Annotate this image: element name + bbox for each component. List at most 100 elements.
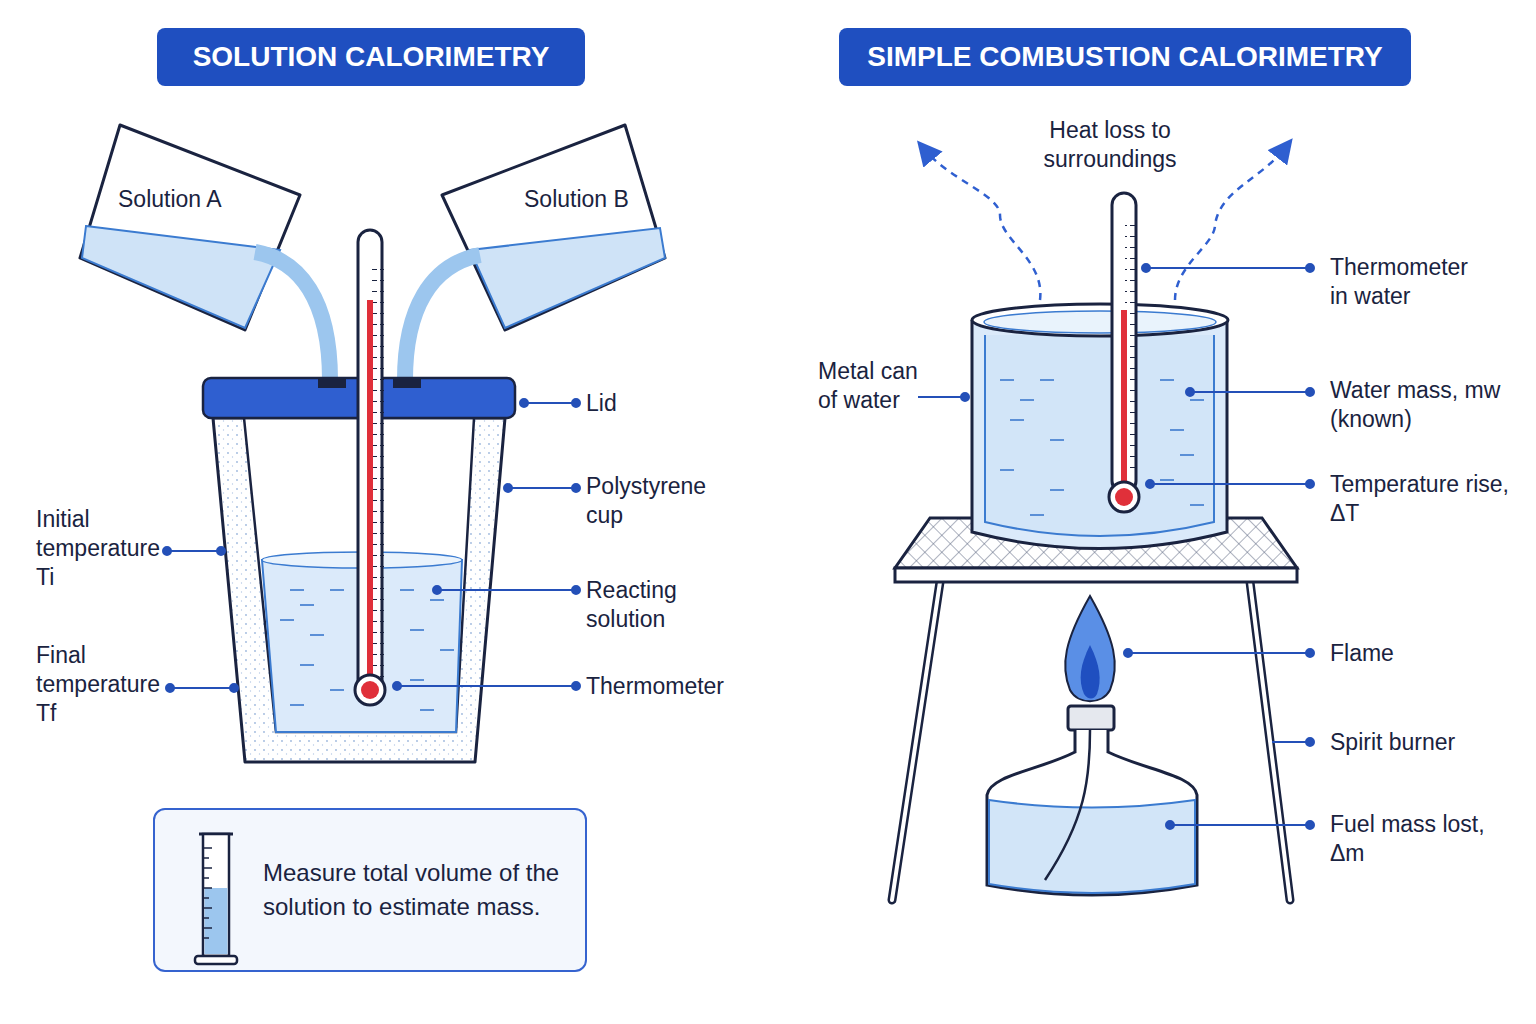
illustration-stroke — [1121, 310, 1127, 490]
illustration-stroke — [1000, 380, 1204, 515]
section-title: SIMPLE COMBUSTION CALORIMETRY — [867, 41, 1382, 73]
illustration-stroke — [1170, 824, 1310, 826]
illustration-stroke — [355, 675, 385, 705]
part-label: Spirit burner — [1330, 728, 1500, 757]
illustration-stroke — [1150, 483, 1310, 485]
illustration-stroke — [1306, 480, 1314, 488]
illustration-stroke — [255, 252, 330, 380]
illustration-stroke — [1142, 264, 1150, 272]
part-label: Metal can of water — [818, 357, 938, 415]
beaker-label-box: Solution B — [524, 186, 629, 213]
illustration-stroke — [1146, 267, 1310, 269]
leader-lines — [163, 399, 580, 692]
illustration-stroke — [470, 228, 665, 328]
illustration-stroke — [170, 687, 234, 689]
illustration-stroke — [1124, 649, 1132, 657]
part-label: Polystyrene cup — [586, 472, 726, 530]
illustration-stroke — [1186, 388, 1194, 396]
part-label: Reacting solution — [586, 576, 716, 634]
illustration-stroke — [82, 226, 280, 328]
illustration-stroke — [442, 125, 665, 330]
illustration-stroke — [961, 393, 969, 401]
illustration-stroke — [1081, 645, 1100, 699]
part-label: Thermometer — [586, 672, 756, 701]
illustration-stroke — [1175, 148, 1285, 300]
illustration-stroke — [892, 582, 1290, 900]
node-text: Solution A — [118, 186, 222, 213]
illustration-stroke — [1306, 388, 1314, 396]
beaker-label-box: Solution A — [118, 186, 222, 213]
illustration-stroke — [918, 396, 965, 398]
illustration-stroke — [437, 589, 576, 591]
title-band: SIMPLE COMBUSTION CALORIMETRY — [839, 28, 1410, 86]
illustration-stroke — [1166, 821, 1174, 829]
illustration-stroke — [524, 402, 576, 404]
thermometer — [355, 230, 385, 705]
part-label: Temperature rise, ΔT — [1330, 470, 1520, 528]
part-label: Heat loss to surroundings — [1020, 116, 1200, 174]
illustration-stroke — [405, 255, 480, 380]
illustration-stroke — [203, 834, 229, 956]
illustration-stroke — [1306, 738, 1314, 746]
illustration-stroke — [393, 682, 401, 690]
leader-lines — [918, 264, 1314, 829]
illustration-stroke — [1146, 480, 1154, 488]
part-label: Initial temperature Ti — [36, 505, 166, 592]
illustration-stroke — [318, 378, 346, 388]
part-label: Lid — [586, 389, 706, 418]
illustration-stroke — [892, 582, 1290, 900]
illustration-stroke — [433, 586, 441, 594]
illustration-stroke — [163, 547, 171, 555]
illustration-stroke — [572, 586, 580, 594]
measuring-cylinder-icon — [191, 828, 241, 968]
part-label: Fuel mass lost, Δm — [1330, 810, 1520, 868]
part-label: Flame — [1330, 639, 1480, 668]
illustration-stroke — [1190, 391, 1310, 393]
note-box: Measure total volume of the solution to … — [153, 808, 587, 972]
illustration-stroke — [361, 681, 379, 699]
illustration-stroke — [985, 335, 1214, 536]
section-title: SOLUTION CALORIMETRY — [193, 41, 550, 73]
node-text: Solution B — [524, 186, 629, 213]
title-band: SOLUTION CALORIMETRY — [157, 28, 585, 86]
illustration-stroke — [167, 550, 221, 552]
part-label: Thermometer in water — [1330, 253, 1490, 311]
illustration-stroke — [1306, 649, 1314, 657]
illustration-stroke — [1000, 380, 1204, 515]
illustration-stroke — [925, 150, 1040, 300]
beaker-b — [405, 125, 665, 380]
illustration-stroke — [372, 260, 384, 680]
illustration-stroke — [520, 399, 528, 407]
tripod-stand — [892, 518, 1297, 900]
illustration-stroke — [987, 730, 1197, 895]
part-label: Water mass, mw (known) — [1330, 376, 1510, 434]
node-text: Measure total volume of the solution to … — [263, 856, 567, 924]
illustration-stroke — [989, 800, 1195, 893]
illustration-stroke — [972, 304, 1228, 336]
illustration-stroke — [1306, 821, 1314, 829]
spirit-burner — [987, 596, 1197, 895]
illustration-stroke — [572, 399, 580, 407]
illustration-stroke — [217, 547, 225, 555]
illustration-stroke — [1109, 482, 1139, 512]
illustration-stroke — [195, 956, 237, 964]
metal-can — [972, 304, 1228, 549]
illustration-stroke — [504, 484, 512, 492]
illustration-stroke — [572, 484, 580, 492]
illustration-stroke — [508, 487, 576, 489]
illustration-stroke — [80, 125, 300, 330]
illustration-stroke — [984, 311, 1216, 333]
illustration-stroke — [972, 320, 1227, 549]
part-label: Final temperature Tf — [36, 641, 166, 728]
illustration-stroke — [393, 378, 421, 388]
illustration-stroke — [203, 848, 212, 938]
illustration-stroke — [166, 684, 174, 692]
illustration-stroke — [1128, 652, 1310, 654]
thermometer-in-water — [1109, 193, 1139, 512]
illustration-stroke — [1045, 730, 1090, 880]
illustration-stroke — [397, 685, 576, 687]
illustration-stroke — [1272, 741, 1310, 743]
illustration-stroke — [1065, 596, 1115, 701]
illustration-stroke — [367, 300, 373, 685]
illustration-stroke — [1115, 488, 1133, 506]
